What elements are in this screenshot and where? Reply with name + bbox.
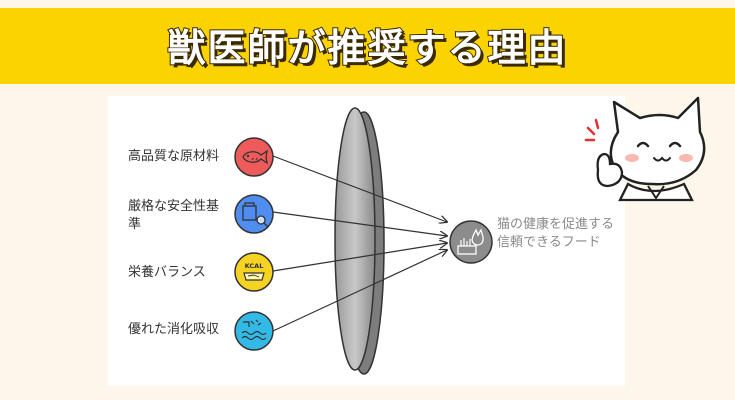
absorption-icon — [234, 311, 274, 351]
input-label-2: 厳格な安全性基準 — [128, 199, 220, 232]
input-label-1: 高品質な原材料 — [128, 149, 220, 164]
kcal-text: KCAL — [245, 262, 264, 270]
cat-food-icon — [449, 220, 493, 264]
inspection-icon — [234, 194, 274, 234]
banner-title: 獣医師が推奨する理由 — [166, 25, 568, 71]
connector-3 — [272, 243, 447, 272]
connector-4 — [272, 250, 447, 332]
lens-shape — [334, 107, 385, 375]
result-label: 猫の健康を促進する信頼できるフード — [497, 217, 615, 250]
fish-icon — [234, 137, 274, 177]
title-banner: 獣医師が推奨する理由 — [0, 8, 735, 84]
input-label-3: 栄養バランス — [128, 265, 206, 280]
diagram-svg: KCAL — [234, 107, 493, 375]
diagram-panel: KCAL 高品質な原材料 厳格な安全性基準 栄養バランス 優れた消化吸収 猫の健… — [108, 96, 625, 386]
connector-2 — [272, 211, 447, 236]
connector-1 — [272, 155, 447, 222]
kcal-scale-icon: KCAL — [234, 252, 274, 292]
input-label-4: 優れた消化吸収 — [128, 322, 220, 337]
cat-mascot-illustration — [584, 96, 706, 202]
